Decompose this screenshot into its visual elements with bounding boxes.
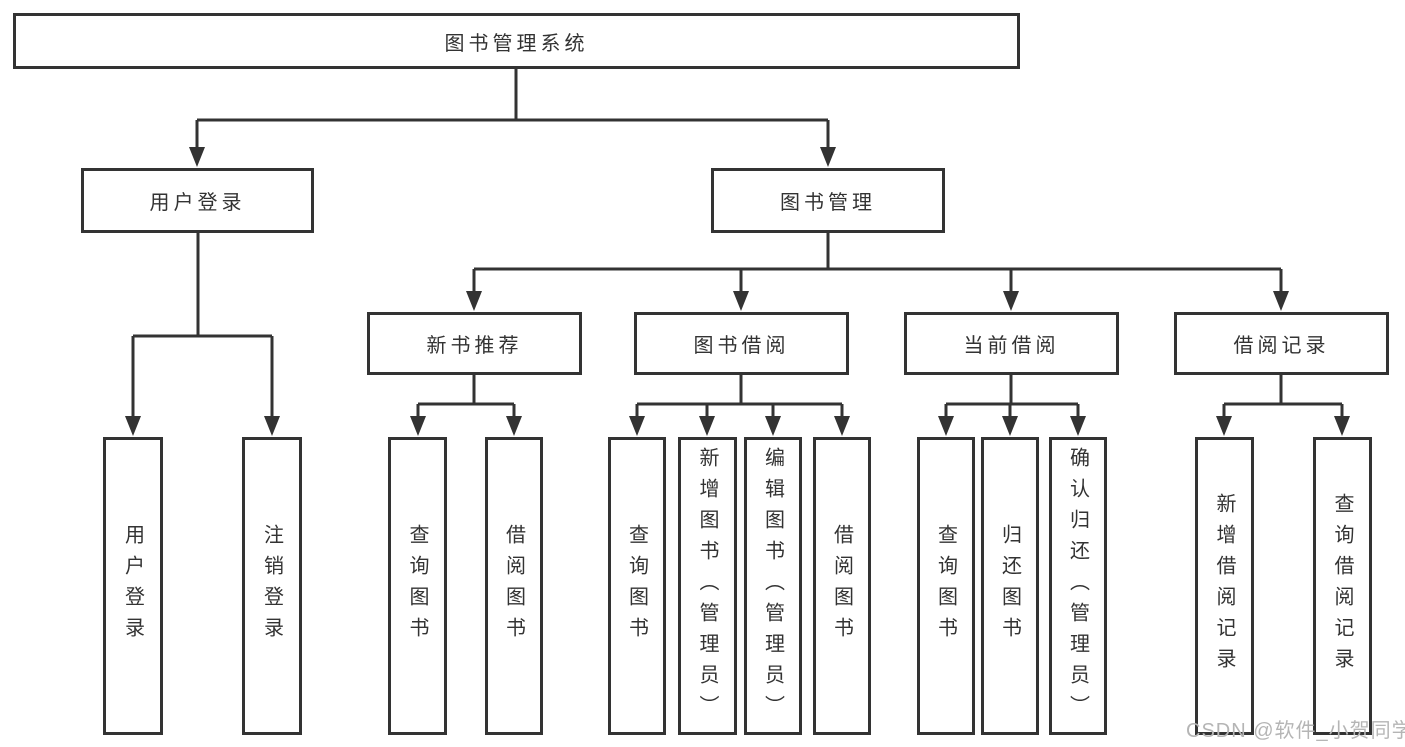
leaf-user-login: 用户登录 [103,437,163,735]
connector-line [1222,375,1344,420]
arrowhead-icon [125,416,141,436]
leaf-query-borrow-record: 查询借阅记录 [1313,437,1372,735]
connector-user-login-children [125,233,280,436]
leaf-edit-books-admin: 编辑图书（管理员） [744,437,802,735]
node-book-management: 图书管理 [711,168,945,233]
connector-root-to-level2 [189,69,836,167]
arrowhead-icon [1070,416,1086,436]
arrowhead-icon [466,291,482,311]
leaf-query-books-current: 查询图书 [917,437,975,735]
csdn-watermark: CSDN @软件_小贺同学 [1186,720,1405,742]
leaf-confirm-return-admin: 确认归还（管理员） [1049,437,1107,735]
leaf-query-books-borrow: 查询图书 [608,437,666,735]
leaf-logout: 注销登录 [242,437,302,735]
arrowhead-icon [765,416,781,436]
connector-current-borrow-children [938,375,1086,436]
connector-line [131,233,274,420]
arrowhead-icon [938,416,954,436]
node-current-borrow: 当前借阅 [904,312,1119,375]
connector-line [472,233,1283,294]
node-borrow-records: 借阅记录 [1174,312,1389,375]
arrowhead-icon [629,416,645,436]
connector-line [944,375,1080,420]
arrowhead-icon [1002,416,1018,436]
arrowhead-icon [733,291,749,311]
arrowhead-icon [264,416,280,436]
leaf-add-books-admin: 新增图书（管理员） [678,437,737,735]
connector-book-borrow-children [629,375,850,436]
connector-book-management-children [466,233,1289,311]
arrowhead-icon [189,147,205,167]
arrowhead-icon [834,416,850,436]
connector-line [635,375,844,420]
connector-new-book-children [410,375,522,436]
arrowhead-icon [506,416,522,436]
connector-line [416,375,516,420]
node-user-login: 用户登录 [81,168,314,233]
leaf-return-books: 归还图书 [981,437,1039,735]
node-new-book-recommend: 新书推荐 [367,312,582,375]
arrowhead-icon [1273,291,1289,311]
connector-line [195,69,830,150]
connector-borrow-records-children [1216,375,1350,436]
arrowhead-icon [820,147,836,167]
arrowhead-icon [1334,416,1350,436]
leaf-query-books-recommend: 查询图书 [388,437,447,735]
arrowhead-icon [1216,416,1232,436]
leaf-borrow-books-recommend: 借阅图书 [485,437,543,735]
arrowhead-icon [410,416,426,436]
node-book-borrow: 图书借阅 [634,312,849,375]
arrowhead-icon [1003,291,1019,311]
arrowhead-icon [699,416,715,436]
node-root-library-system: 图书管理系统 [13,13,1020,69]
leaf-add-borrow-record: 新增借阅记录 [1195,437,1254,735]
leaf-borrow-books: 借阅图书 [813,437,871,735]
